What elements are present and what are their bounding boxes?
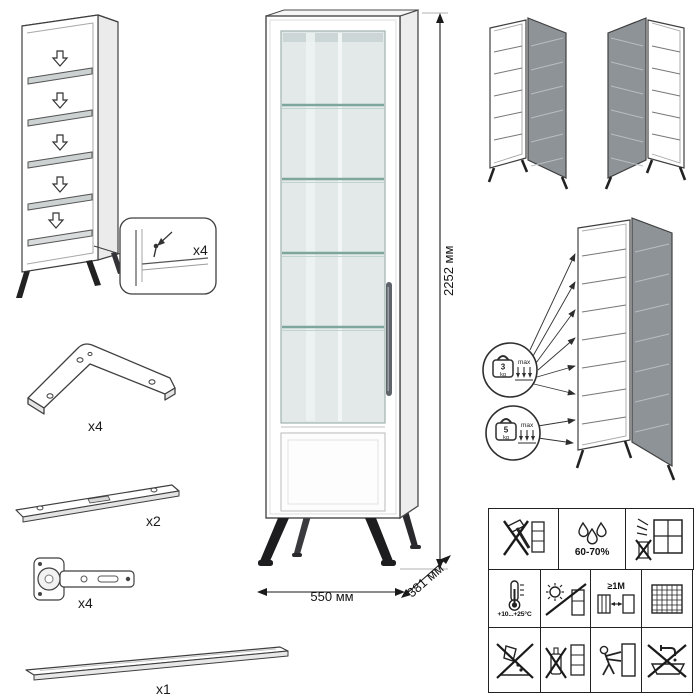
thermometer-glyph [508, 580, 524, 611]
lower-shelf-load-badge: 5 kg max [485, 405, 541, 461]
sink-glyph [647, 644, 687, 679]
glass-shelf-load-badge: 3 kg max [482, 342, 538, 398]
handle-illustration [25, 646, 289, 681]
cabinet-door-right [487, 17, 569, 190]
temperature-range-icon: +10...+25°C [488, 568, 541, 629]
rear-legs [292, 507, 421, 557]
load-limits-illustration: 3 kg max 5 kg max [482, 217, 676, 481]
support-rail-illustration [15, 484, 180, 523]
no-spill-icon [488, 627, 541, 694]
svg-text:max: max [521, 422, 534, 429]
no-hammer-icon [488, 508, 559, 570]
insert-arrow-icons [47, 50, 69, 229]
window-glyph [634, 518, 683, 561]
width-dimension-label: 550 мм [310, 589, 354, 604]
door-side-options-illustration [487, 17, 687, 190]
shelf-pointer-arrows [529, 253, 576, 446]
svg-text:kg: kg [500, 372, 506, 378]
shelf-supports-count: x4 [193, 242, 208, 258]
cabinet-door-left [604, 17, 687, 190]
glass-shelves [282, 103, 384, 331]
handle-count: x1 [156, 681, 171, 697]
move-carefully-icon [590, 627, 643, 694]
mesh-glyph [651, 583, 683, 614]
water-drops-glyph [578, 521, 607, 544]
care-icons-grid: 60-70% [488, 508, 694, 694]
hinges-count: x4 [78, 595, 93, 611]
load-cabinet [575, 217, 676, 481]
no-washing-icon [640, 627, 693, 694]
person-pushing-glyph [599, 643, 636, 677]
hinge-illustration [33, 557, 135, 601]
heat-source-distance-icon: ≥1M [590, 568, 643, 629]
shelf-pin-callout [119, 217, 217, 295]
svg-text:kg: kg [503, 435, 509, 441]
radiator-distance-glyph [597, 593, 635, 614]
corner-brackets-count: x4 [88, 418, 103, 434]
corner-bracket-illustration [27, 343, 176, 415]
front-legs [258, 518, 396, 566]
humidity-label: 60-70% [574, 546, 610, 558]
bottle-glyph [544, 644, 585, 679]
main-cabinet-illustration [257, 9, 451, 598]
width-dimension-arrow [257, 588, 405, 596]
glass-door [280, 30, 386, 424]
height-dimension-label: 2252 мм [441, 245, 456, 296]
rails-count: x2 [146, 513, 161, 529]
temperature-label: +10...+25°C [497, 610, 532, 618]
bottom-door [280, 432, 386, 512]
door-handle-bar [386, 282, 392, 396]
care-row-2: +10...+25°C [488, 568, 694, 629]
sun-glyph [544, 582, 587, 616]
hammer-glyph [502, 519, 545, 556]
depth-dimension-arrow [401, 555, 451, 598]
no-window-icon [625, 508, 694, 570]
no-solvents-icon [539, 627, 592, 694]
heat-distance-label: ≥1M [607, 580, 625, 591]
svg-text:3: 3 [501, 363, 506, 372]
shelf-assembly-illustration [16, 14, 217, 298]
shelves [27, 67, 93, 247]
svg-text:5: 5 [504, 426, 509, 435]
humidity-icon: 60-70% [557, 508, 627, 570]
ventilation-grid-icon [640, 568, 693, 629]
svg-text:max: max [518, 359, 531, 366]
care-row-1: 60-70% [488, 508, 694, 570]
no-direct-sunlight-icon [539, 568, 592, 629]
spilling-cup-glyph [495, 643, 534, 680]
care-row-3 [488, 627, 694, 694]
